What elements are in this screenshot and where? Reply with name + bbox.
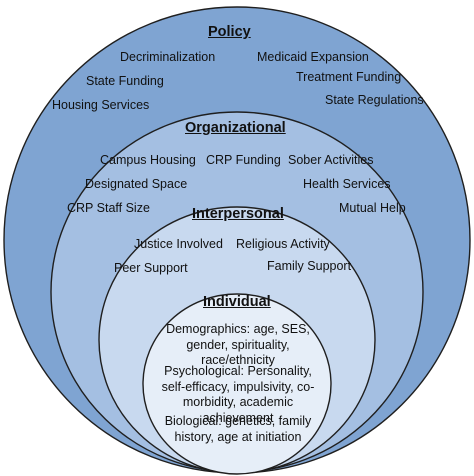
policy-item: State Funding	[86, 74, 164, 88]
interpersonal-item: Family Support	[267, 259, 352, 273]
interpersonal-item: Peer Support	[114, 261, 188, 275]
organizational-item: Mutual Help	[339, 201, 406, 215]
policy-item: Decriminalization	[120, 50, 216, 64]
organizational-item: Designated Space	[85, 177, 188, 191]
interpersonal-item: Justice Involved	[134, 237, 223, 251]
policy-item: Medicaid Expansion	[257, 50, 369, 64]
policy-title: Policy	[208, 24, 251, 40]
individual-title: Individual	[203, 294, 271, 310]
organizational-item: CRP Funding	[206, 153, 281, 167]
individual-biological-text: Biological: genetics, family history, ag…	[164, 414, 312, 444]
policy-item: State Regulations	[325, 93, 424, 107]
individual-circle	[142, 293, 332, 475]
organizational-item: Sober Activities	[288, 153, 374, 167]
organizational-item: Health Services	[303, 177, 391, 191]
interpersonal-item: Religious Activity	[236, 237, 330, 251]
policy-item: Housing Services	[52, 98, 150, 112]
organizational-item: Campus Housing	[100, 153, 196, 167]
organizational-title: Organizational	[185, 120, 286, 136]
policy-item: Treatment Funding	[296, 70, 402, 84]
individual-demographics-text: Demographics: age, SES, gender, spiritua…	[166, 322, 310, 367]
interpersonal-title: Interpersonal	[192, 206, 284, 222]
organizational-item: CRP Staff Size	[67, 201, 150, 215]
individual-psychological-text: Psychological: Personality, self-efficac…	[161, 364, 315, 425]
